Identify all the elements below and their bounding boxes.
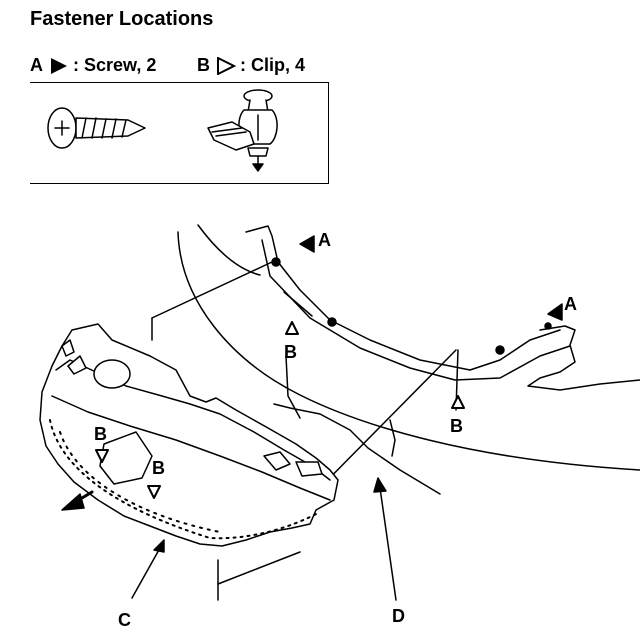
page-title: Fastener Locations	[30, 8, 214, 30]
callout-b-panel-right: B	[152, 458, 165, 478]
solid-triangle-icon	[51, 57, 67, 74]
fastener-illustration-frame	[30, 82, 329, 184]
callout-a-right: A	[564, 294, 577, 314]
callout-a-top: A	[318, 230, 331, 250]
removal-direction-arrow	[61, 490, 94, 511]
callout-d: D	[392, 606, 405, 626]
leader-c	[131, 539, 165, 599]
screw-marker-1	[299, 235, 315, 253]
legend-clip: B : Clip, 4	[197, 55, 305, 76]
hollow-triangle-icon	[217, 56, 236, 75]
vehicle-body-outline	[177, 224, 640, 495]
callout-b-upper: B	[284, 342, 297, 362]
clip-marker-2	[451, 395, 465, 409]
leader-d	[373, 477, 397, 601]
legend-screw-text: : Screw, 2	[73, 55, 157, 75]
callout-b-right: B	[450, 416, 463, 436]
callout-b-panel-left: B	[94, 424, 107, 444]
lower-cover-panel	[39, 323, 339, 547]
clip-marker-4	[147, 485, 161, 499]
legend-clip-text: : Clip, 4	[240, 55, 306, 75]
legend-clip-letter: B	[197, 55, 210, 75]
screw-illustration	[47, 107, 146, 149]
legend-screw-letter: A	[30, 55, 43, 75]
callout-c: C	[118, 610, 131, 630]
clip-illustration	[207, 89, 278, 172]
legend-screw: A : Screw, 2	[30, 55, 156, 76]
screw-marker-2	[547, 303, 563, 321]
clip-marker-3	[95, 449, 109, 463]
clip-marker-1	[285, 321, 299, 335]
